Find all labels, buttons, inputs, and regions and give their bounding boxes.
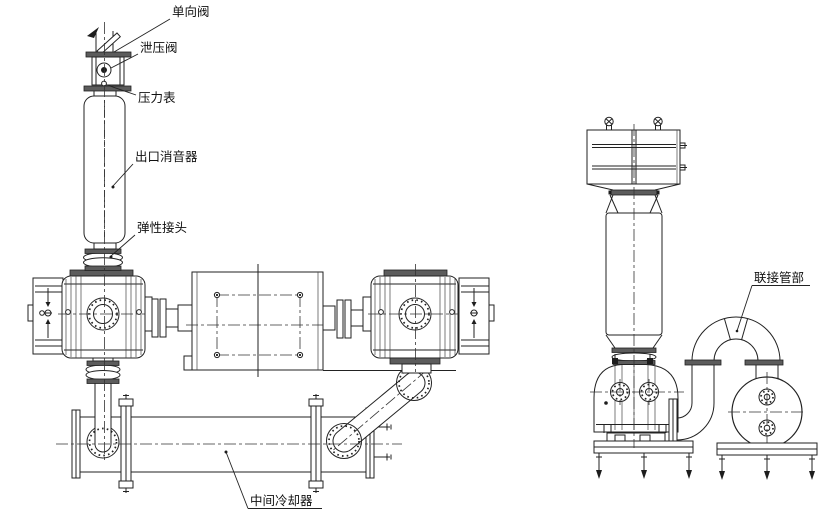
label-text: 出口消音器 bbox=[135, 149, 198, 164]
cooler-support-flange bbox=[118, 394, 134, 493]
bolt-symbol bbox=[44, 288, 52, 338]
bolt-symbol bbox=[470, 288, 478, 338]
inlet-filter-box bbox=[586, 116, 687, 185]
label-intercooler: 中间冷却器 bbox=[224, 450, 322, 509]
pressure-gauge-port bbox=[101, 80, 107, 87]
side-bolt bbox=[679, 142, 687, 171]
cooler-inlet-pipe bbox=[86, 375, 120, 459]
label-text: 单向阀 bbox=[172, 4, 210, 19]
connecting-pipe bbox=[684, 316, 784, 384]
drive-motor bbox=[183, 264, 330, 377]
label-text: 中间冷却器 bbox=[250, 493, 313, 508]
centerline bbox=[330, 369, 428, 453]
bolt-circle bbox=[328, 425, 360, 457]
cooler-support-flange bbox=[308, 394, 324, 493]
coupling-right bbox=[322, 296, 372, 339]
discharge-pipe bbox=[326, 365, 432, 459]
base-plate bbox=[716, 442, 818, 456]
pipe-flange bbox=[744, 359, 784, 366]
valve-flange bbox=[83, 85, 132, 92]
bottom-flange bbox=[389, 357, 441, 365]
pipe-flange bbox=[684, 359, 722, 366]
label-outlet-silencer: 出口消音器 bbox=[111, 149, 198, 189]
right-blower bbox=[368, 264, 495, 374]
side-view bbox=[586, 116, 818, 480]
label-text: 弹性接头 bbox=[137, 220, 187, 235]
filter-cone bbox=[586, 183, 681, 214]
label-text: 压力表 bbox=[138, 91, 176, 105]
cover-bolt bbox=[653, 116, 663, 131]
coupling-left bbox=[151, 298, 193, 338]
pipe-flange bbox=[326, 423, 362, 459]
label-flexible-joint: 弹性接头 bbox=[109, 220, 187, 259]
label-text: 联接管部 bbox=[754, 270, 804, 285]
label-text: 泄压阀 bbox=[140, 41, 178, 55]
label-pressure-gauge: 压力表 bbox=[106, 84, 176, 105]
left-blower bbox=[27, 269, 153, 359]
labels: 单向阀 泄压阀 压力表 出口消音器 弹性接头 中间冷却器 bbox=[106, 4, 810, 509]
outlet-duct bbox=[401, 363, 432, 374]
cover-bolt bbox=[604, 116, 614, 131]
outlet-elbow bbox=[668, 365, 715, 442]
label-check-valve: 单向阀 bbox=[113, 4, 210, 53]
label-connecting-pipe: 联接管部 bbox=[735, 270, 810, 333]
intercooler bbox=[71, 394, 392, 493]
bolt-stud bbox=[374, 423, 392, 461]
valve-flap bbox=[96, 32, 122, 56]
label-relief-valve: 泄压阀 bbox=[110, 41, 178, 69]
check-valve bbox=[83, 27, 132, 92]
bolt-circle bbox=[88, 427, 118, 457]
flexible-joint-lower bbox=[85, 356, 121, 384]
base-plate bbox=[593, 440, 694, 454]
valve-flange bbox=[85, 51, 132, 58]
flexible-joint bbox=[83, 248, 123, 271]
cooler-end-view bbox=[728, 372, 806, 452]
front-view bbox=[27, 22, 495, 493]
flow-arrow bbox=[87, 27, 99, 38]
bolt-circle bbox=[398, 367, 430, 399]
anchor-bolts bbox=[596, 453, 815, 480]
